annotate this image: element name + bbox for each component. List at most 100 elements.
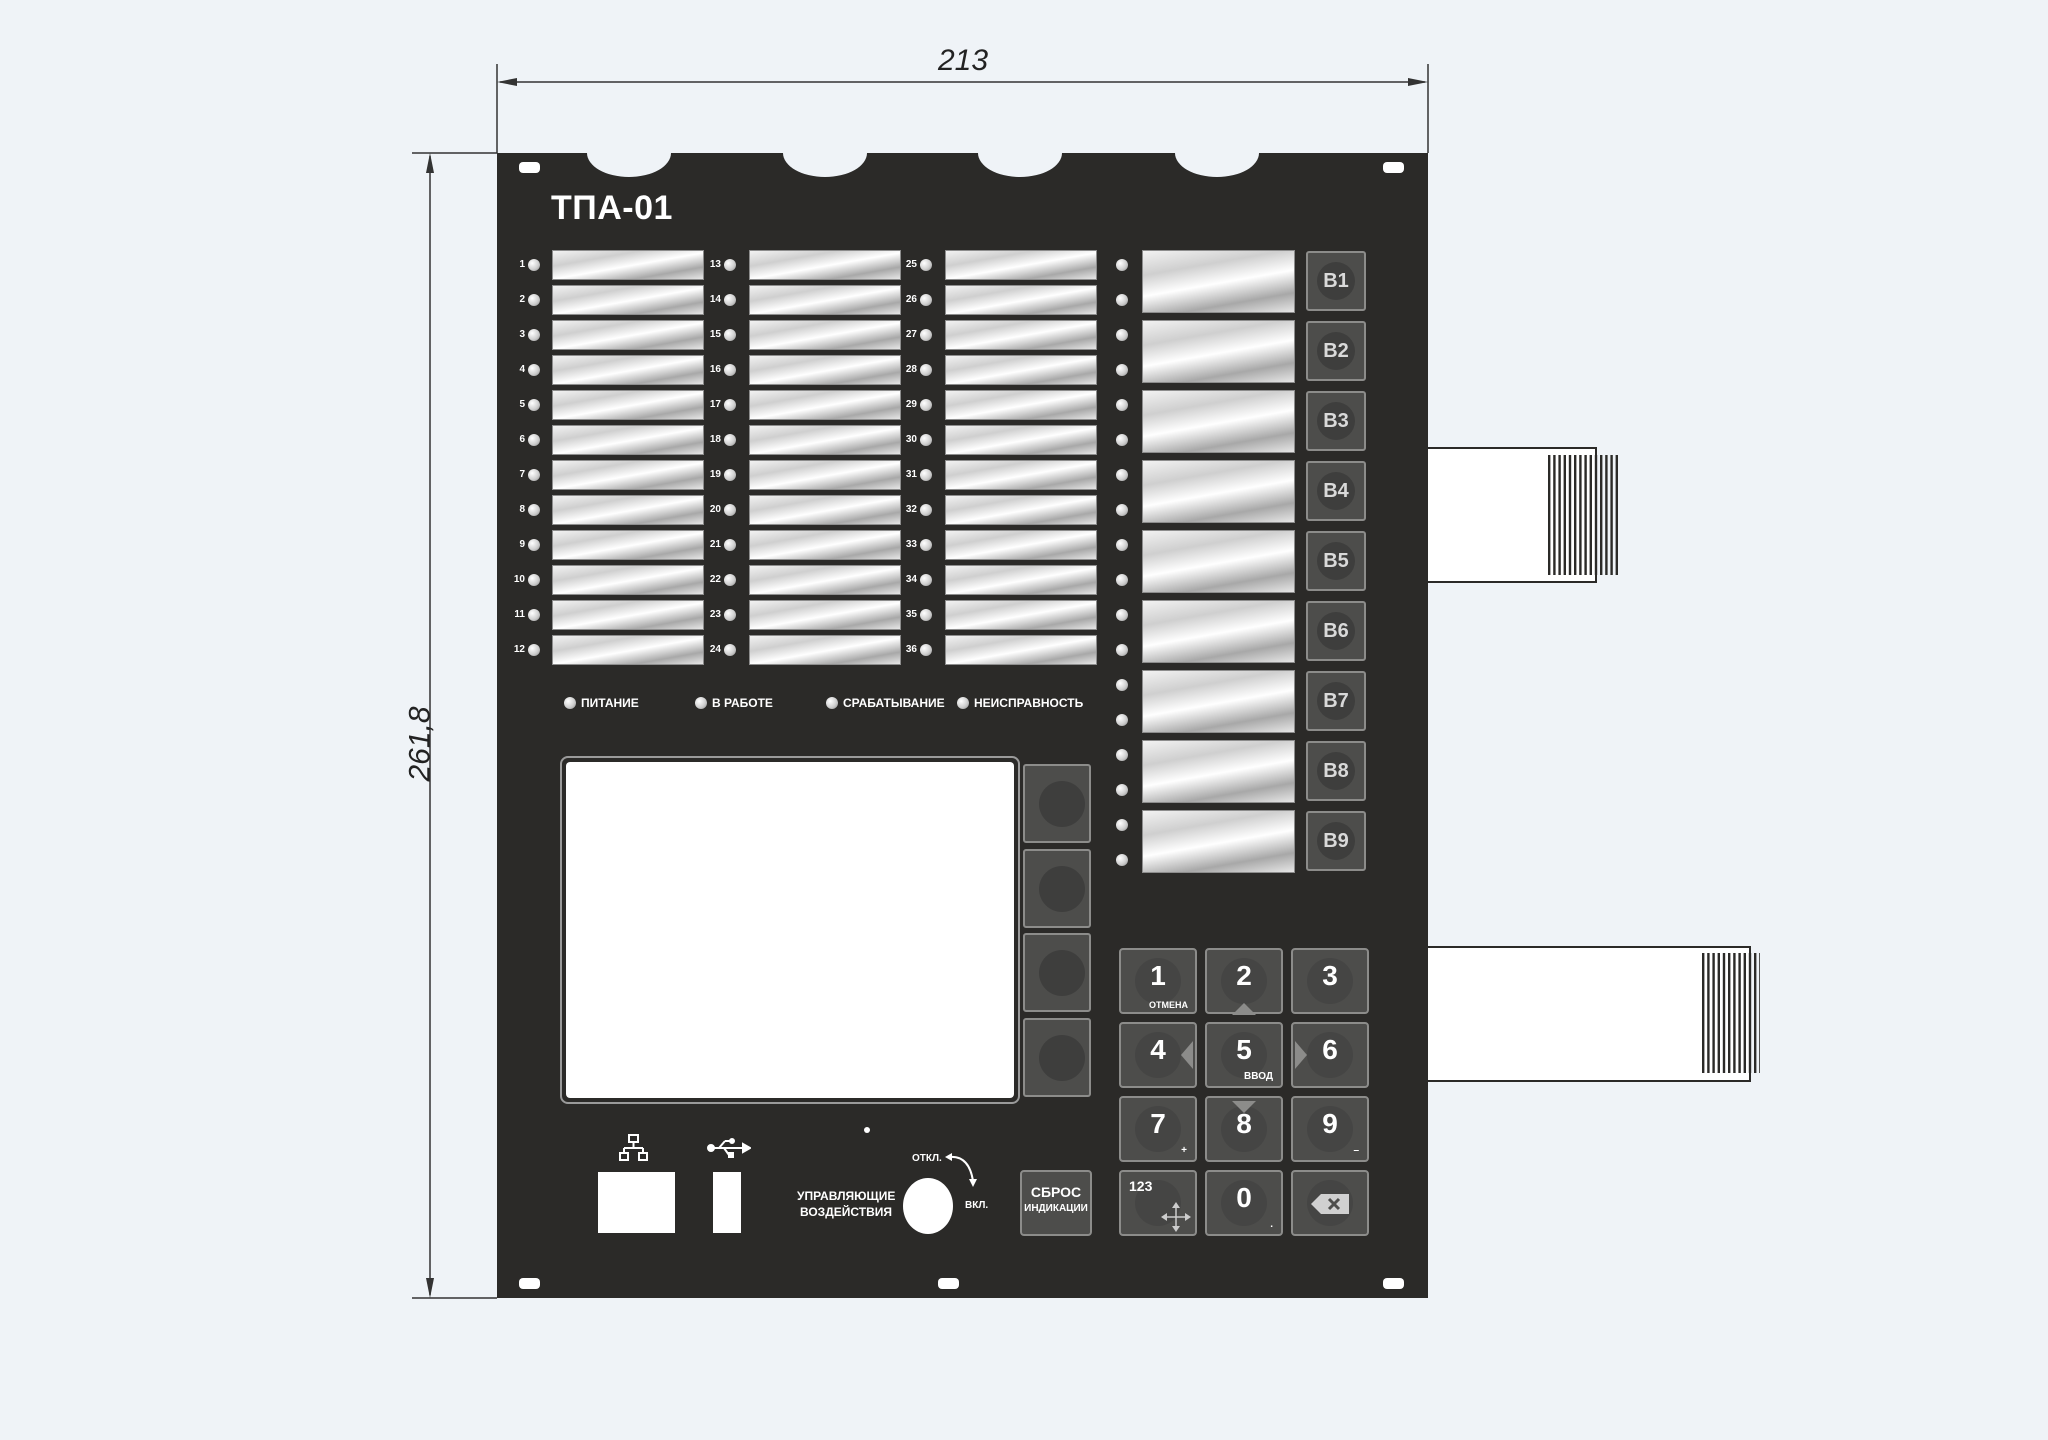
channel-label-strip [552, 565, 704, 595]
b-button-8[interactable]: B8 [1306, 741, 1366, 801]
switch-off-label: ОТКЛ. [912, 1153, 942, 1164]
channel-label-strip [552, 530, 704, 560]
channel-led [724, 609, 736, 621]
channel-number: 21 [709, 539, 721, 550]
keypad-key-4[interactable]: 4 [1119, 1022, 1197, 1088]
keypad-key-3[interactable]: 3 [1291, 948, 1369, 1014]
key-face [1221, 1180, 1267, 1226]
backspace-icon [1311, 1194, 1349, 1214]
soft-key-2[interactable] [1023, 849, 1091, 928]
channel-number: 26 [905, 294, 917, 305]
width-dimension-label: 213 [938, 44, 989, 77]
b-button-7[interactable]: B7 [1306, 671, 1366, 731]
b-button-9[interactable]: B9 [1306, 811, 1366, 871]
reset-button-line1: СБРОС [1030, 1184, 1082, 1200]
cable-contacts [1548, 455, 1760, 1073]
keypad-key-8[interactable]: 8 [1205, 1096, 1283, 1162]
status-led-fault [957, 697, 969, 709]
key-subtext: + [1181, 1145, 1187, 1156]
b-button-3[interactable]: B3 [1306, 391, 1366, 451]
channel-number: 5 [519, 399, 525, 410]
key-digit: 4 [1150, 1034, 1166, 1065]
mounting-slot [938, 1278, 959, 1289]
channel-led [724, 469, 736, 481]
channel-number: 11 [514, 609, 525, 620]
channel-number: 7 [519, 469, 525, 480]
key-digit: 2 [1236, 960, 1252, 991]
lcd-display-frame [560, 756, 1020, 1104]
b-channel-label-strip [1142, 390, 1295, 453]
usb-port[interactable] [713, 1172, 741, 1233]
channel-number: 36 [905, 644, 917, 655]
mounting-slot [1383, 162, 1404, 173]
channel-label-strip [945, 600, 1097, 630]
b-button-5[interactable]: B5 [1306, 531, 1366, 591]
channel-led [920, 259, 932, 271]
network-icon [619, 1134, 648, 1161]
channel-label-strip [552, 600, 704, 630]
channel-label-strip [945, 565, 1097, 595]
key-subtext: . [1270, 1219, 1273, 1230]
channel-number: 2 [519, 294, 525, 305]
channel-led [528, 364, 540, 376]
reset-indication-button[interactable]: СБРОС ИНДИКАЦИИ [1020, 1170, 1092, 1236]
b-button-6[interactable]: B6 [1306, 601, 1366, 661]
b-channel-led [1116, 854, 1128, 866]
lcd-screen [566, 762, 1014, 1098]
ethernet-port[interactable] [598, 1172, 675, 1233]
channel-led [528, 469, 540, 481]
keypad-key-7[interactable]: 7+ [1119, 1096, 1197, 1162]
channel-number: 10 [513, 574, 525, 585]
key-digit: 123 [1129, 1178, 1153, 1194]
channel-label-strip [749, 460, 901, 490]
channel-label-strip [749, 530, 901, 560]
channel-led [724, 434, 736, 446]
channel-led [920, 469, 932, 481]
key-digit: 1 [1150, 960, 1166, 991]
status-label-running: В РАБОТЕ [712, 696, 773, 710]
soft-key-3[interactable] [1023, 933, 1091, 1012]
key-digit: 0 [1236, 1182, 1252, 1213]
channel-number: 18 [709, 434, 721, 445]
key-digit: 8 [1236, 1108, 1252, 1139]
keyswitch[interactable] [903, 1178, 953, 1234]
soft-key-4[interactable] [1023, 1018, 1091, 1097]
keypad-key-2[interactable]: 2 [1205, 948, 1283, 1014]
soft-key-1[interactable] [1023, 764, 1091, 843]
key-subtext: ВВОД [1244, 1071, 1273, 1082]
mounting-slot [519, 1278, 540, 1289]
channel-label-strip [749, 565, 901, 595]
key-face [1221, 1032, 1267, 1078]
b-button-label: B3 [1317, 402, 1355, 440]
key-face [1221, 958, 1267, 1004]
keypad-key-6[interactable]: 6 [1291, 1022, 1369, 1088]
channel-label-strip [945, 425, 1097, 455]
b-channel-label-strip [1142, 740, 1295, 803]
keypad-key-11[interactable]: 0. [1205, 1170, 1283, 1236]
b-button-1[interactable]: B1 [1306, 251, 1366, 311]
channel-label-strip [552, 320, 704, 350]
b-button-4[interactable]: B4 [1306, 461, 1366, 521]
keypad-key-12[interactable] [1291, 1170, 1369, 1236]
arrows-move-icon [1161, 1202, 1191, 1232]
channel-label-strip [945, 635, 1097, 665]
keypad-key-9[interactable]: 9– [1291, 1096, 1369, 1162]
key-digit: 7 [1150, 1108, 1166, 1139]
control-label: УПРАВЛЯЮЩИЕ ВОЗДЕЙСТВИЯ [797, 1189, 896, 1219]
key-digit: 9 [1322, 1108, 1338, 1139]
channel-led [528, 259, 540, 271]
b-button-label: B9 [1317, 822, 1355, 860]
b-button-label: B6 [1317, 612, 1355, 650]
channel-number: 29 [905, 399, 917, 410]
b-channel-label-strip [1142, 320, 1295, 383]
keypad-key-10[interactable]: 123 [1119, 1170, 1197, 1236]
b-channel-label-strip [1142, 460, 1295, 523]
channel-number: 33 [905, 539, 917, 550]
channel-led [920, 329, 932, 341]
b-button-2[interactable]: B2 [1306, 321, 1366, 381]
channel-label-strip [552, 460, 704, 490]
channel-label-strip [945, 250, 1097, 280]
